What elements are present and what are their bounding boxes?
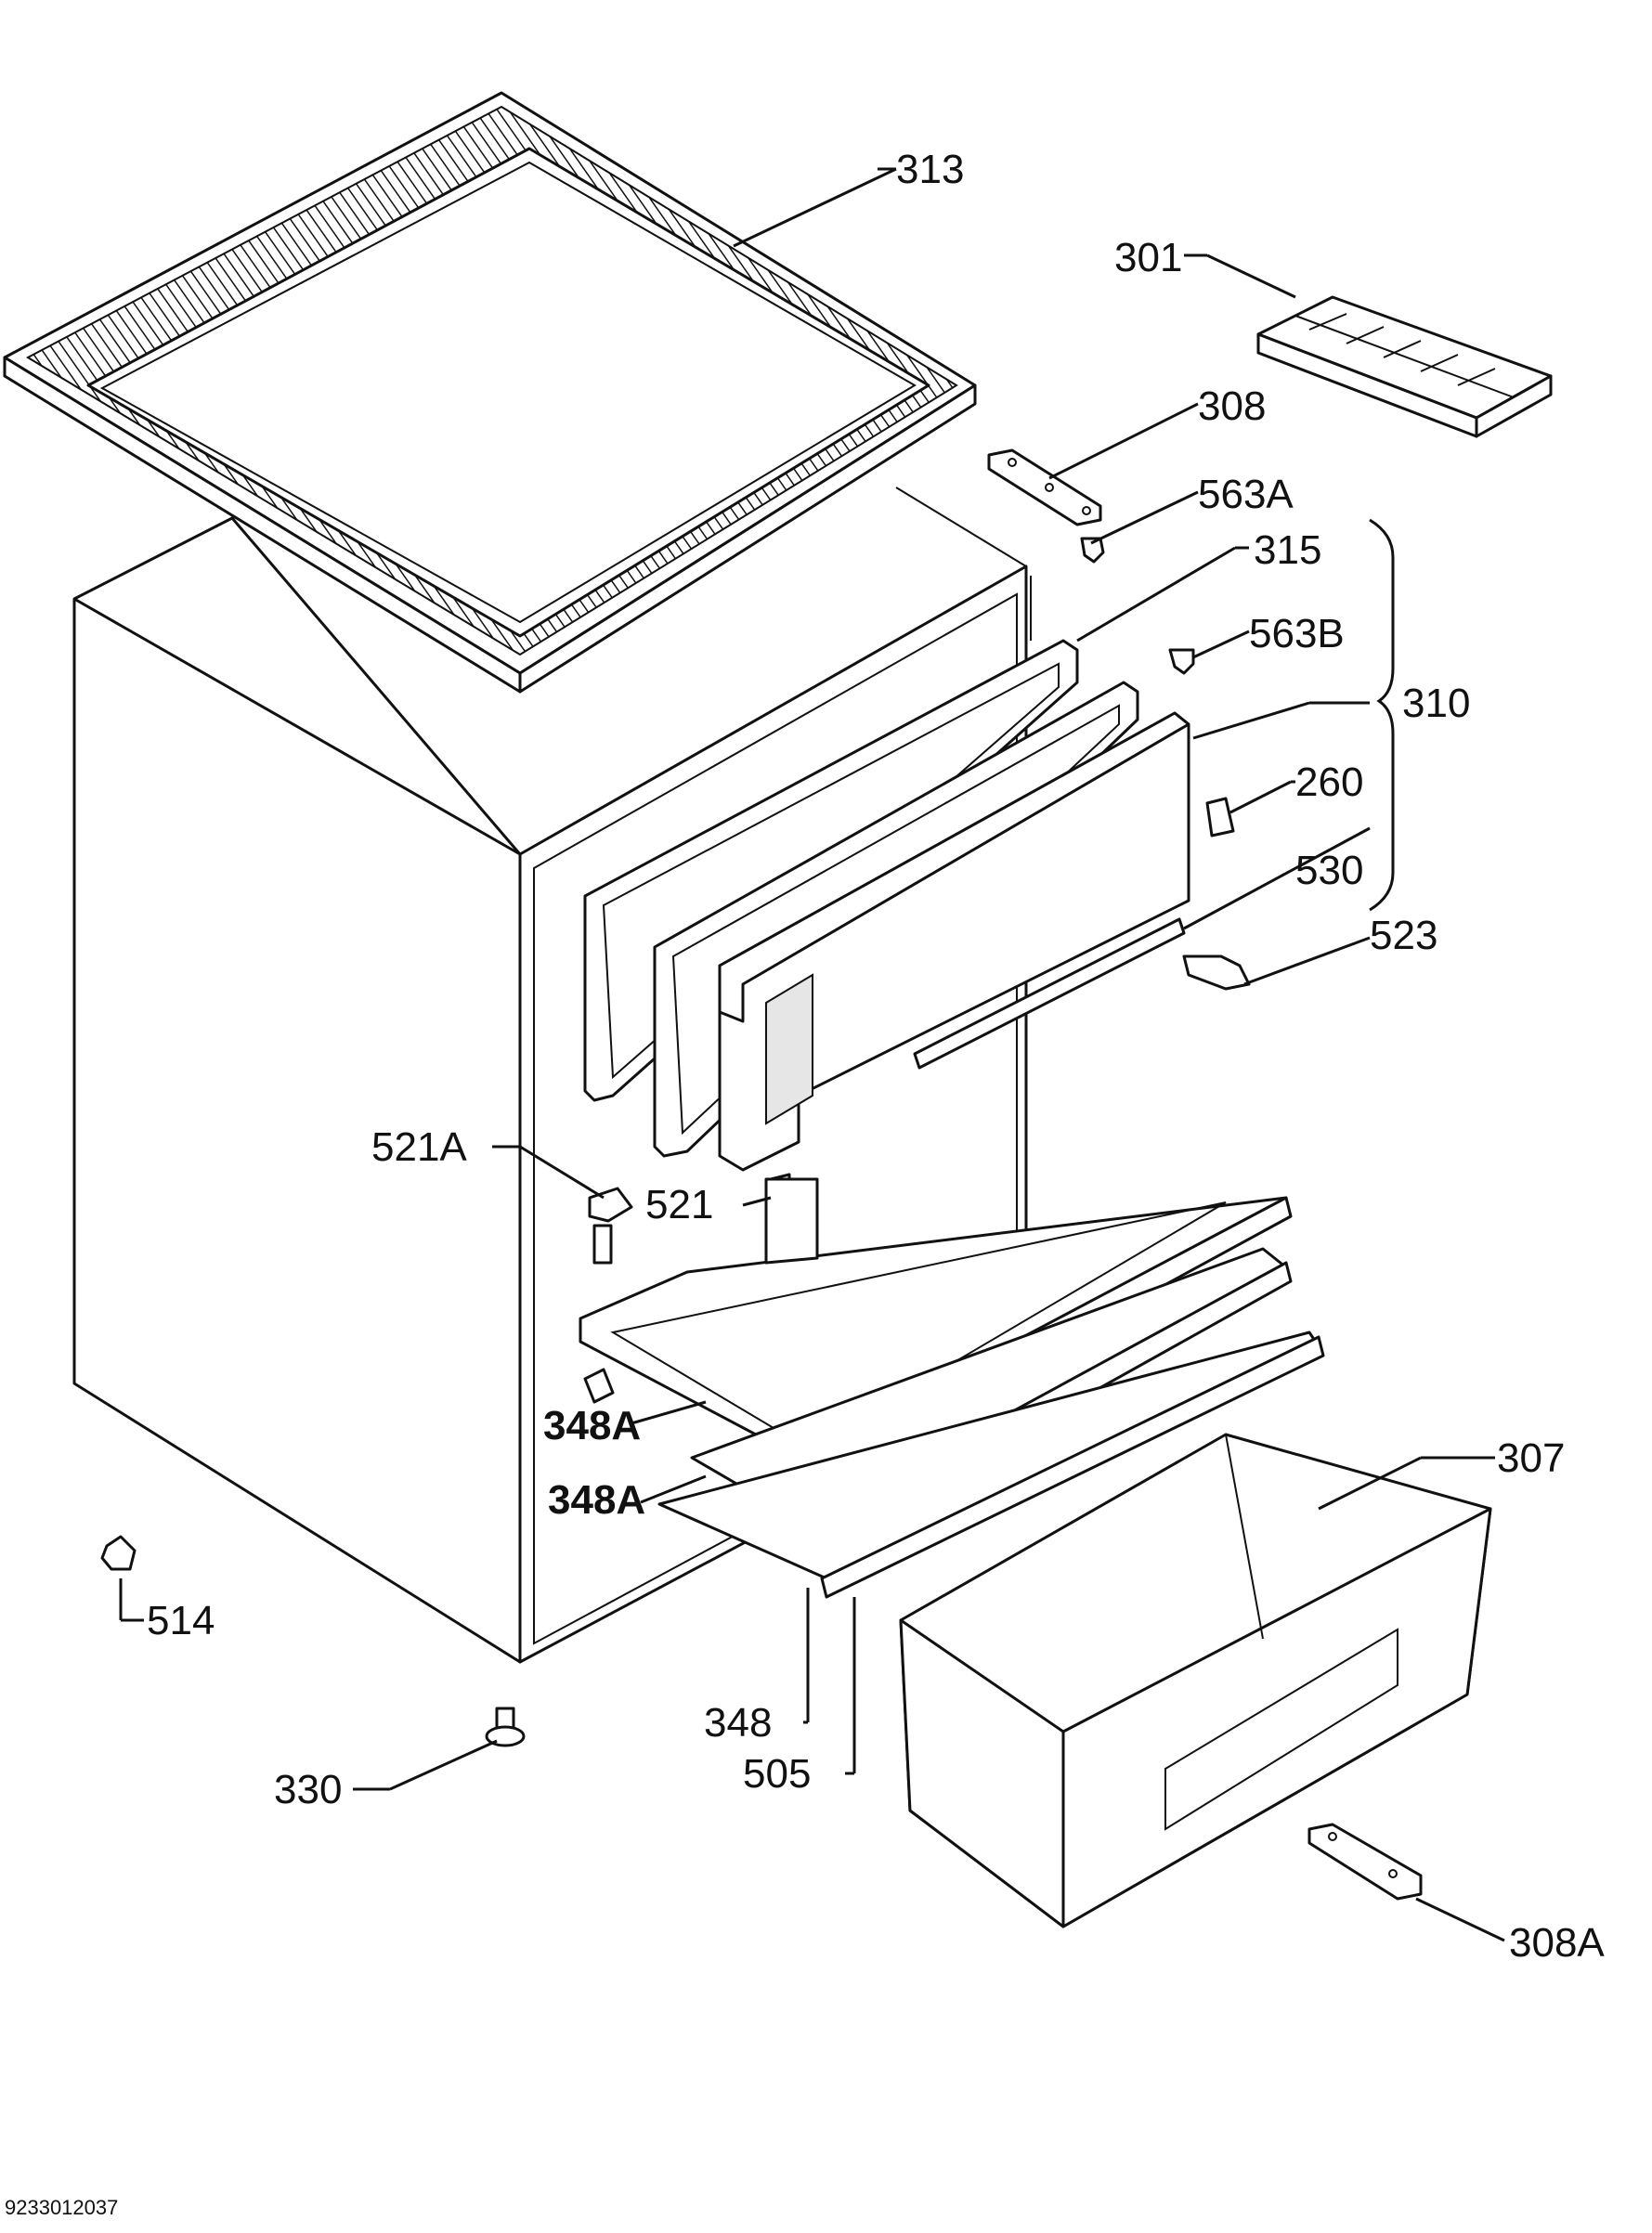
screw-563b — [1168, 648, 1195, 675]
leader-lines — [119, 167, 1505, 1942]
lamp-holder-523 — [1182, 954, 1251, 991]
group-bracket-310 — [1369, 518, 1395, 912]
callout-348: 348 — [704, 1700, 772, 1746]
callout-260: 260 — [1295, 759, 1363, 805]
callout-563a: 563A — [1198, 472, 1294, 517]
thermostat-521 — [764, 1173, 819, 1265]
callout-563b: 563B — [1249, 611, 1345, 656]
callout-348a-upper: 348A — [543, 1403, 641, 1448]
document-number: 9233012037 — [5, 2196, 118, 2219]
callout-514: 514 — [147, 1598, 215, 1643]
callout-308a: 308A — [1509, 1920, 1605, 1966]
callout-530: 530 — [1295, 848, 1363, 893]
callout-301: 301 — [1114, 235, 1182, 280]
callout-307: 307 — [1497, 1435, 1565, 1481]
callout-505: 505 — [743, 1751, 811, 1797]
knob-521a — [588, 1187, 633, 1265]
callout-521a: 521A — [371, 1124, 467, 1170]
shelf-rear-strip-530 — [913, 917, 1186, 1070]
adjustable-foot-330 — [485, 1707, 526, 1747]
callout-labels: 313 301 308 563A 315 563B 310 260 530 52… — [147, 147, 1605, 1966]
callout-308: 308 — [1198, 383, 1266, 429]
glass-shelf-bottom — [657, 1331, 1325, 1599]
callout-313: 313 — [896, 147, 964, 192]
vegetable-drawer-307 — [899, 1433, 1492, 1928]
foot-514 — [100, 1535, 137, 1571]
worktop-313 — [3, 91, 977, 694]
screw-563a — [1080, 537, 1105, 564]
hinge-bracket-308a — [1307, 1823, 1423, 1901]
callout-310: 310 — [1402, 681, 1470, 726]
callout-348a-lower: 348A — [548, 1477, 645, 1523]
callout-521: 521 — [645, 1182, 713, 1227]
callout-315: 315 — [1254, 527, 1321, 573]
callout-330: 330 — [274, 1767, 342, 1812]
ice-cube-tray-301 — [1256, 295, 1553, 438]
hinge-bracket-308 — [987, 448, 1102, 526]
callout-523: 523 — [1370, 913, 1437, 958]
clip-260 — [1205, 797, 1235, 837]
shelf-support-348a — [583, 1368, 615, 1404]
freezer-door-assembly-315 — [583, 639, 1190, 1172]
